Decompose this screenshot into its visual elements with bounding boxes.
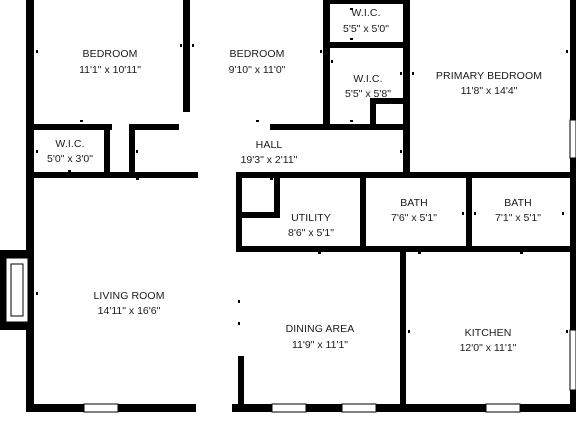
- wall-wic2-bottom: [323, 124, 409, 130]
- wall-bed2-wic: [323, 0, 330, 130]
- wall-bedrooms-bottom-mid: [135, 124, 179, 130]
- wall-hall-wic-right: [104, 124, 110, 178]
- wall-right-outer: [570, 0, 576, 412]
- wall-utility-left: [236, 172, 242, 252]
- wall-wic2-notch-v: [370, 98, 376, 128]
- wall-bedrooms-bottom-right: [270, 124, 328, 130]
- fireplace: [5, 257, 29, 323]
- room-primary-bedroom-dims: 11'8" x 14'4": [461, 85, 518, 97]
- room-dining-dims: 11'9" x 11'1": [292, 339, 348, 351]
- wall-utility-inner-h: [242, 212, 280, 218]
- window-right-2: [569, 329, 576, 391]
- room-bedroom-1-name: BEDROOM: [83, 48, 138, 60]
- wall-wic2-notch-h: [370, 98, 406, 104]
- room-bath-2-dims: 7'1" x 5'1": [495, 212, 541, 224]
- room-utility-name: UTILITY: [291, 212, 331, 224]
- wall-hall-bottom-right: [236, 172, 576, 178]
- room-bedroom-2-name: BEDROOM: [230, 48, 285, 60]
- room-utility-dims: 8'6" x 5'1": [288, 227, 334, 239]
- window-bottom-2: [271, 403, 307, 413]
- wall-top-wic: [323, 0, 409, 4]
- window-bottom-3: [341, 403, 377, 413]
- wall-wic-primary: [403, 0, 410, 172]
- room-wic-2-dims: 5'5" x 5'8": [345, 88, 391, 100]
- door-opening-bottom: [196, 404, 232, 412]
- window-right-1: [569, 119, 576, 159]
- room-kitchen-dims: 12'0" x 11'1": [460, 342, 517, 354]
- room-wic-1-dims: 5'5" x 5'0": [343, 23, 389, 35]
- wall-bath-divider: [466, 172, 472, 252]
- wall-utility-right: [360, 172, 366, 252]
- room-bath-1-dims: 7'6" x 5'1": [391, 212, 437, 224]
- wall-hall-bottom-left: [26, 172, 198, 178]
- window-bottom-1: [83, 403, 119, 413]
- room-bath-1-name: BATH: [400, 197, 428, 209]
- room-living-dims: 14'11" x 16'6": [98, 305, 161, 317]
- room-kitchen-name: KITCHEN: [465, 327, 512, 339]
- wall-utility-inner-v: [274, 172, 280, 216]
- windows: [83, 119, 576, 413]
- window-bottom-4: [485, 403, 521, 413]
- wall-bed1-bed2: [183, 0, 190, 112]
- room-bath-2-name: BATH: [504, 197, 532, 209]
- room-wic-3-name: W.I.C.: [55, 138, 84, 150]
- room-bedroom-1-dims: 11'1" x 10'11": [79, 64, 141, 76]
- wall-kitchen-dining: [400, 246, 406, 412]
- room-wic-2-name: W.I.C.: [353, 73, 382, 85]
- room-dining-name: DINING AREA: [286, 323, 355, 335]
- room-bedroom-2-dims: 9'10" x 11'0": [229, 64, 286, 76]
- room-hall-name: HALL: [256, 139, 283, 151]
- room-wic-3-dims: 5'0" x 3'0": [47, 153, 93, 165]
- wall-wic-split: [323, 42, 409, 48]
- door-ticks: [36, 8, 568, 333]
- room-labels: BEDROOM 11'1" x 10'11" BEDROOM 9'10" x 1…: [47, 7, 542, 354]
- room-wic-1-name: W.I.C.: [351, 7, 380, 19]
- wall-left-outer: [26, 0, 34, 412]
- wall-hall-wic-right2: [129, 124, 135, 178]
- wall-bedrooms-bottom-left: [26, 124, 112, 130]
- room-primary-bedroom-name: PRIMARY BEDROOM: [436, 70, 542, 82]
- room-hall-dims: 19'3" x 2'11": [241, 154, 298, 166]
- wall-dining-partial: [238, 356, 244, 412]
- room-living-name: LIVING ROOM: [93, 290, 164, 302]
